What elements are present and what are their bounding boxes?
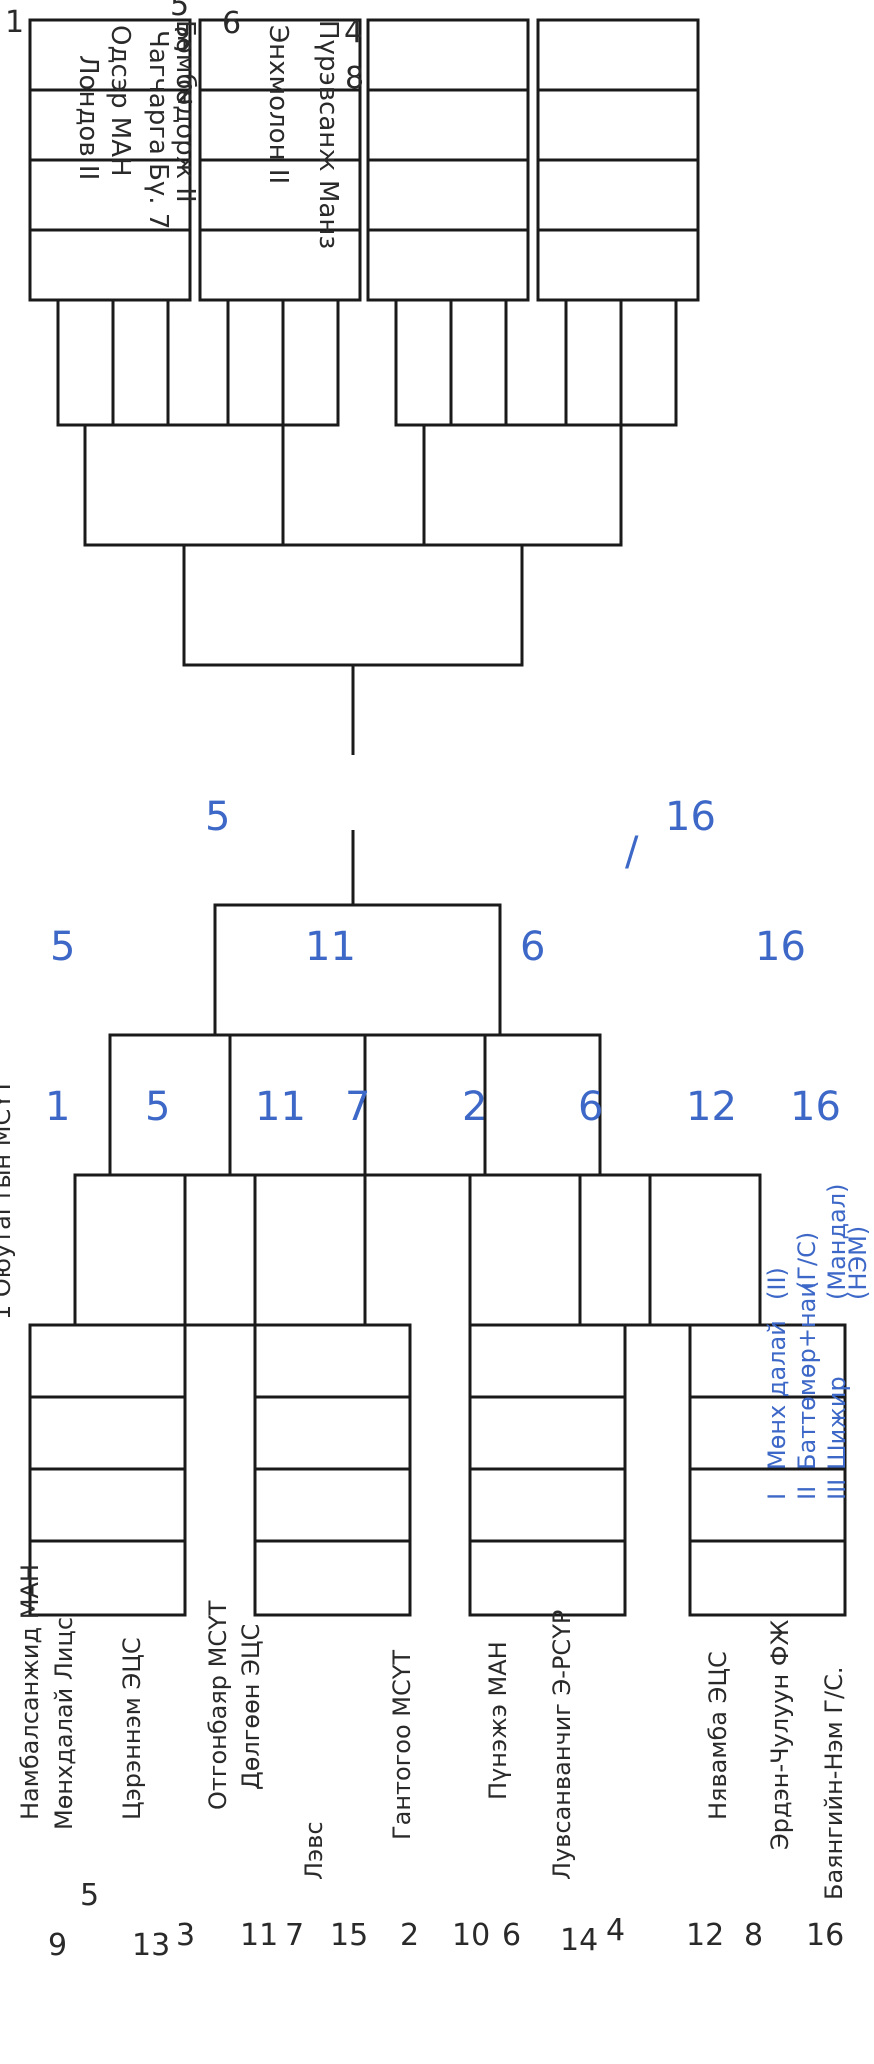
bottom-entry-name: Пүнэжэ МАН [484,1641,512,1800]
round2-winners: 5 11 6 16 [50,924,806,970]
top-entry-name: Энхмолон II [263,25,293,184]
top-seed-list: 1 5 3 2 6 4 8 [5,0,364,111]
bottom-entry-name: Гантогоо МСҮТ [388,1650,416,1840]
podium-name: Мөнх далай [763,1320,791,1470]
bottom-seed-number: 9 [48,1928,67,1963]
round1-winner: 6 [578,1084,603,1130]
bottom-entry-name: Лувсанванчиг Э-РСҮР [548,1610,576,1880]
top-seed-number: 4 [344,15,363,50]
podium-rank: I [763,1493,791,1500]
podium-note: I Мөнх далай (II) II Баттөмөр+наи (Г/С) … [763,1184,872,1500]
top-seed-number: 6 [222,6,241,41]
round1-winner: 11 [255,1084,306,1130]
round3-winner: 16 [665,794,716,840]
round2-winner: 6 [520,924,545,970]
top-seed-number: 3 [172,23,191,58]
round1-winner: 2 [462,1084,487,1130]
top-entry-list: Лондов II Одсэр МАН Чагчарга Бү. 7 Бөмбө… [73,20,343,249]
top-entry-name: Бөмбөдорж II [170,20,200,203]
podium-rank: II [793,1486,821,1500]
round2-winner: 5 [50,924,75,970]
podium-note-text: (II) [763,1267,791,1300]
round3-winner: 5 [205,794,230,840]
bottom-seed-number: 12 [686,1918,724,1953]
extra-mark: / [625,829,639,875]
bottom-entry-name: Мөнхдалай Лицс [50,1617,78,1830]
bottom-entry-name: Лэвс [300,1821,328,1880]
podium-note-text: (НЭМ) [844,1226,872,1300]
top-seed-number: 5 [170,0,189,23]
top-seed-number: 1 [5,5,24,40]
top-seed-number: 8 [345,61,364,96]
round2-winner: 16 [755,924,806,970]
bottom-entry-name: Намбалсанжид МАН [16,1564,44,1820]
bottom-seed-number: 5 [80,1878,99,1913]
podium-rank: III [823,1479,851,1500]
bottom-seed-number: 10 [452,1918,490,1953]
top-bracket [28,18,700,755]
round1-winners: 1 5 11 7 2 6 12 16 [45,1084,841,1130]
bottom-seed-number: 13 [132,1928,170,1963]
bottom-seed-number: 8 [744,1918,763,1953]
bottom-entry-name: Эрдэн-Чулуун ФЖ [766,1620,794,1850]
round1-winner: 5 [145,1084,170,1130]
bottom-seed-number: 16 [806,1918,844,1953]
bottom-entry-name: Баянгийн-Нэм Г/С. [820,1666,848,1900]
round1-winner: 7 [345,1084,370,1130]
bottom-bracket [28,830,847,1617]
bottom-entry-name: Нявамба ЭЦС [704,1651,732,1820]
top-seed-number: 2 [176,76,195,111]
bottom-seed-number: 7 [285,1918,304,1953]
bottom-seed-number: 2 [400,1918,419,1953]
round1-winner: 1 [45,1084,70,1130]
top-entry-name: Лондов II [73,55,103,180]
bottom-seed-number: 11 [240,1918,278,1953]
round1-winner: 12 [686,1084,737,1130]
bottom-seed-number: 15 [330,1918,368,1953]
top-entry-name: Пүрэвсанж Манз [313,20,343,249]
bottom-entry-name: Отгонбаяр МСҮТ [204,1600,232,1810]
podium-note-text: (Мандал) [823,1184,851,1300]
bottom-seed-list: 9 5 13 3 11 7 15 2 10 6 14 4 12 8 16 [48,1878,844,1963]
round1-winner: 16 [790,1084,841,1130]
podium-name: Шижир [823,1376,851,1470]
podium-note-text: (Г/С) [793,1232,821,1290]
bottom-seed-number: 6 [502,1918,521,1953]
top-entry-name: Чагчарга Бү. 7 [143,30,173,229]
bottom-seed-number: 14 [560,1923,598,1958]
bottom-seed-number: 4 [606,1913,625,1948]
bottom-seed-number: 3 [176,1918,195,1953]
header-note: 1 Оюутагтын МСҮТ [0,1079,16,1320]
round2-winner: 11 [305,924,356,970]
bottom-entry-name: Дөлгөөн ЭЦС [237,1624,265,1790]
bottom-entry-list: Намбалсанжид МАН Мөнхдалай Лицс Цэрэннэм… [16,1564,848,1900]
bottom-entry-name: Цэрэннэм ЭЦС [118,1637,146,1820]
top-entry-name: Одсэр МАН [105,25,135,177]
round3-winners: 5 16 [205,794,716,840]
podium-name: Баттөмөр+наи [793,1282,821,1470]
bottom-r1-block-1 [73,1173,367,1327]
